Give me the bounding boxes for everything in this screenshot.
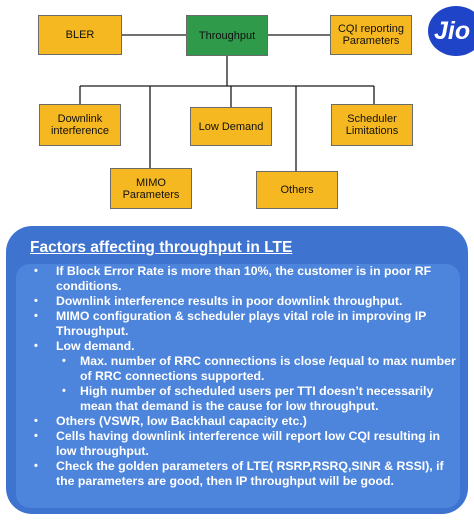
node-cqi-reporting: CQI reporting Parameters	[330, 15, 412, 55]
bullet-text: High number of scheduled users per TTI d…	[80, 384, 434, 413]
node-bler: BLER	[38, 15, 122, 55]
node-others: Others	[256, 171, 338, 209]
factors-panel: Factors affecting throughput in LTE • If …	[6, 226, 468, 514]
bullet-dot-icon: •	[34, 340, 38, 352]
bullet-dot-icon: •	[34, 415, 38, 427]
bullet-item: • Low demand.	[24, 339, 460, 354]
bullet-item: • Others (VSWR, low Backhaul capacity etc…	[24, 414, 460, 429]
factors-list: • If Block Error Rate is more than 10%, t…	[24, 264, 460, 489]
bullet-dot-icon: •	[34, 460, 38, 472]
node-others-label: Others	[280, 184, 314, 196]
bullet-text: If Block Error Rate is more than 10%, th…	[56, 264, 432, 293]
jio-logo: Jio	[428, 6, 474, 56]
bullet-text: Low demand.	[56, 339, 135, 353]
bullet-text: MIMO configuration & scheduler plays vit…	[56, 309, 427, 338]
bullet-text: Max. number of RRC connections is close …	[80, 354, 456, 383]
bullet-text: Downlink interference results in poor do…	[56, 294, 403, 308]
factors-content: • If Block Error Rate is more than 10%, t…	[16, 264, 460, 508]
node-throughput: Throughput	[186, 15, 268, 56]
jio-logo-text: Jio	[434, 17, 471, 45]
bullet-item: • If Block Error Rate is more than 10%, t…	[24, 264, 460, 294]
sub-bullet-item: • High number of scheduled users per TTI …	[24, 384, 460, 414]
node-throughput-label: Throughput	[198, 29, 256, 42]
node-mimo-parameters: MIMO Parameters	[110, 168, 192, 209]
node-downlink-label: Downlink interference	[50, 113, 110, 137]
connector-lines	[79, 34, 375, 171]
bullet-dot-icon: •	[62, 385, 66, 397]
bullet-text: Others (VSWR, low Backhaul capacity etc.…	[56, 414, 307, 428]
bullet-item: • Downlink interference results in poor d…	[24, 294, 460, 309]
bullet-text: Cells having downlink interference will …	[56, 429, 440, 458]
node-low-demand-label: Low Demand	[198, 120, 264, 133]
factors-title: Factors affecting throughput in LTE	[30, 239, 293, 256]
node-cqi-label: CQI reporting Parameters	[337, 23, 405, 47]
bullet-item: • Cells having downlink interference will…	[24, 429, 460, 459]
bullet-dot-icon: •	[34, 265, 38, 277]
sub-bullet-item: • Max. number of RRC connections is close…	[24, 354, 460, 384]
bullet-item: • MIMO configuration & scheduler plays vi…	[24, 309, 460, 339]
bullet-dot-icon: •	[34, 295, 38, 307]
bullet-dot-icon: •	[34, 430, 38, 442]
node-downlink-interference: Downlink interference	[39, 104, 121, 146]
bullet-item: • Check the golden parameters of LTE( RSR…	[24, 459, 460, 489]
bullet-text: Check the golden parameters of LTE( RSRP…	[56, 459, 444, 488]
node-bler-label: BLER	[65, 29, 95, 41]
node-mimo-label: MIMO Parameters	[122, 176, 180, 201]
node-scheduler-limitations: Scheduler Limitations	[331, 104, 413, 146]
bullet-dot-icon: •	[62, 355, 66, 367]
node-scheduler-label: Scheduler Limitations	[345, 113, 399, 137]
node-low-demand: Low Demand	[190, 107, 272, 146]
bullet-dot-icon: •	[34, 310, 38, 322]
